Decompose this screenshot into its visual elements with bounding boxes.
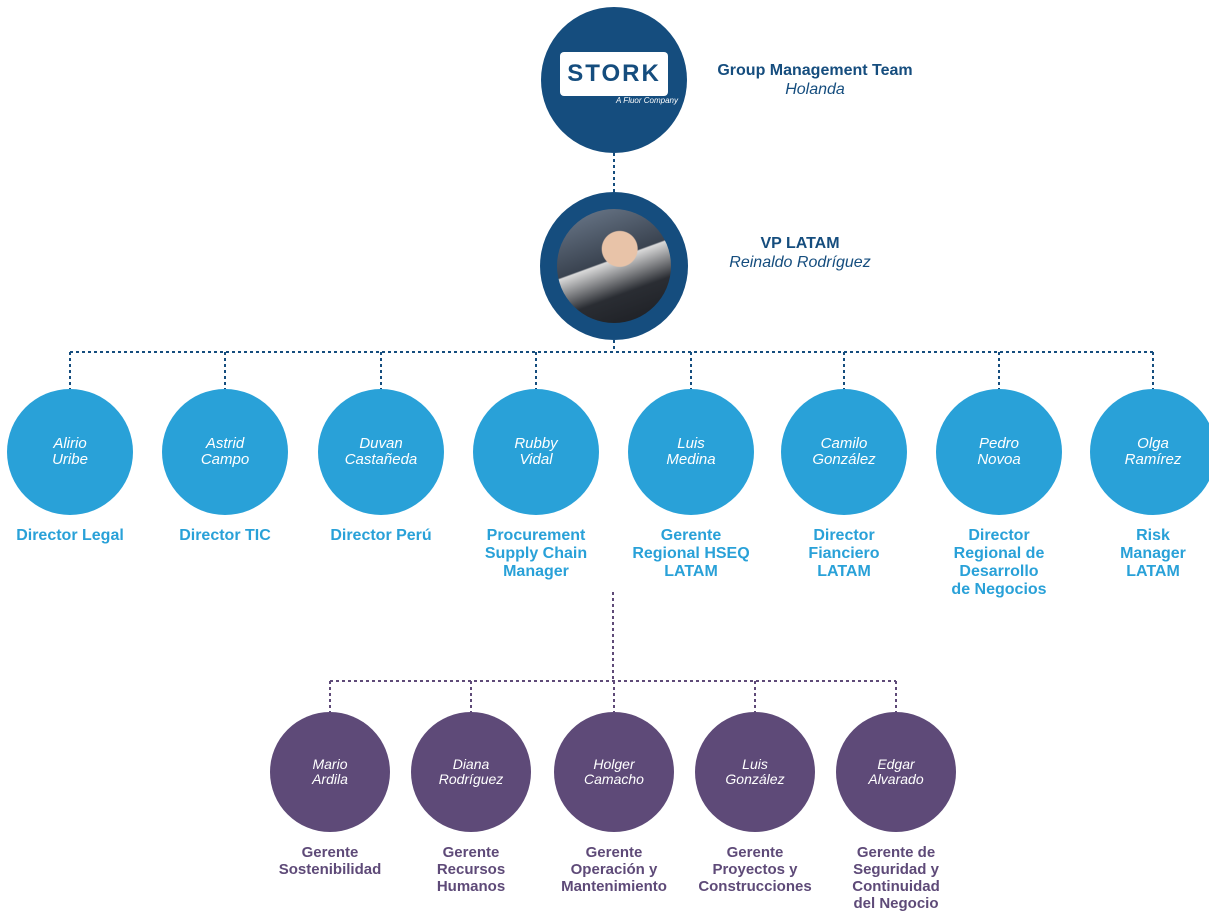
person-last-name: González	[812, 451, 876, 468]
director-role: Director TIC	[179, 527, 271, 544]
person-last-name: Rodríguez	[438, 771, 504, 787]
person-first-name: Rubby	[514, 435, 558, 452]
person-first-name: Mario	[312, 756, 348, 772]
person-last-name: Novoa	[977, 451, 1021, 468]
director-role: Director Legal	[16, 527, 124, 544]
person-first-name: Camilo	[820, 435, 868, 452]
person-last-name: Castañeda	[344, 451, 418, 468]
person-last-name: Ramírez	[1124, 451, 1182, 468]
person-last-name: Camacho	[584, 771, 644, 787]
person-first-name: Diana	[452, 756, 490, 772]
person-last-name: Uribe	[52, 451, 88, 468]
person-last-name: Campo	[200, 451, 250, 468]
person-first-name: Luis	[742, 756, 768, 772]
person-last-name: González	[725, 771, 785, 787]
person-last-name: Alvarado	[868, 771, 924, 787]
vp-photo	[557, 209, 671, 323]
person-first-name: Pedro	[978, 435, 1020, 452]
director-role: Director Perú	[330, 527, 432, 544]
vp-name: Reinaldo Rodríguez	[729, 254, 871, 271]
person-last-name: Vidal	[519, 451, 553, 468]
group-management-location: Holanda	[785, 81, 845, 98]
person-first-name: Olga	[1137, 435, 1169, 452]
vp-title: VP LATAM	[760, 235, 840, 252]
person-first-name: Duvan	[359, 435, 403, 452]
person-first-name: Edgar	[877, 756, 915, 772]
person-first-name: Astrid	[205, 435, 245, 452]
stork-logo: STORK	[560, 52, 668, 96]
group-management-title: Group Management Team	[717, 62, 913, 79]
stork-logo-tagline: A Fluor Company	[616, 96, 678, 105]
person-first-name: Luis	[677, 435, 705, 452]
person-last-name: Medina	[666, 451, 716, 468]
person-last-name: Ardila	[312, 771, 348, 787]
person-first-name: Alirio	[53, 435, 87, 452]
person-first-name: Holger	[593, 756, 635, 772]
